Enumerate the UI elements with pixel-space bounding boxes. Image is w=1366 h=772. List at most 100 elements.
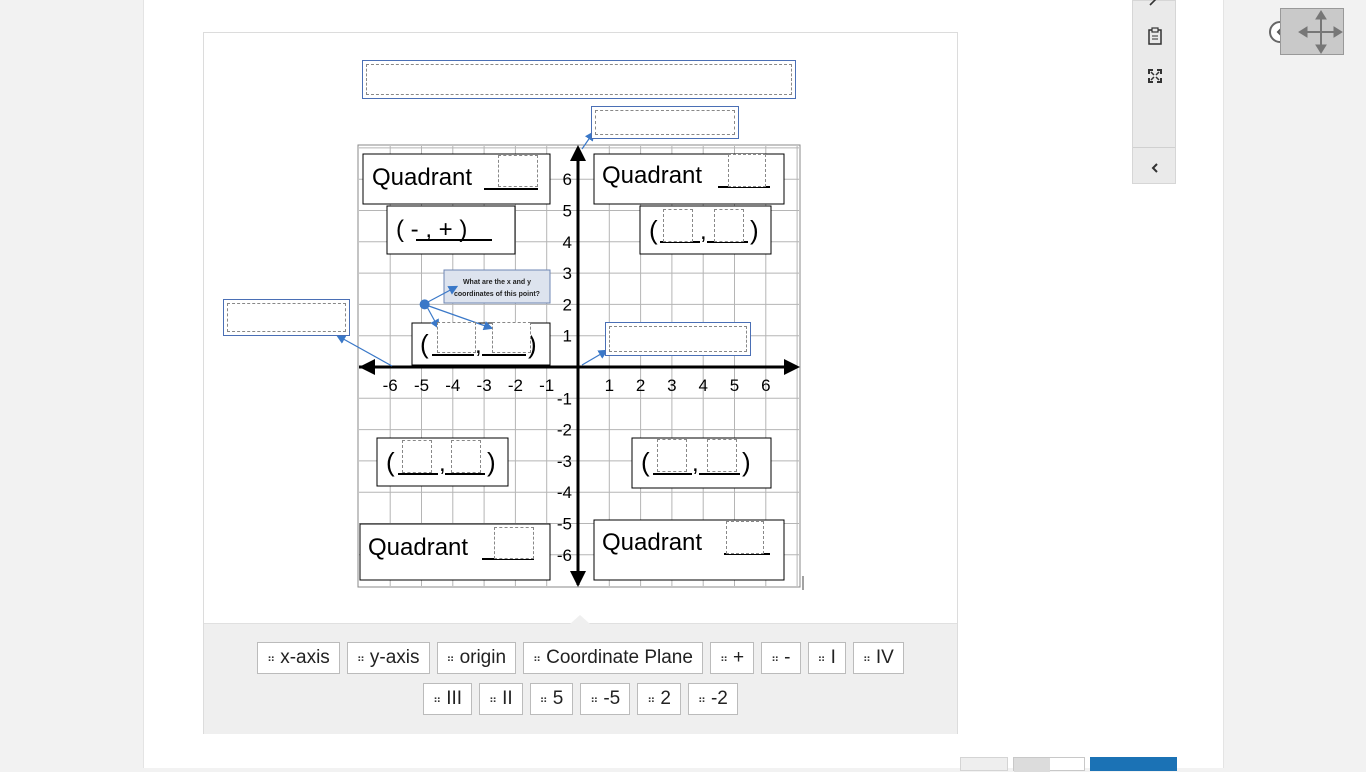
nav-button-2[interactable] bbox=[1013, 757, 1085, 772]
x-tick-label: 2 bbox=[636, 376, 645, 395]
origin-pointer bbox=[335, 334, 393, 367]
svg-text:(: ( bbox=[386, 447, 395, 477]
y-axis-up-arrow-icon bbox=[570, 145, 586, 161]
answer-chip[interactable]: ⠶origin bbox=[436, 642, 517, 674]
collapse-chevron-icon[interactable] bbox=[1133, 157, 1177, 179]
quadrant-1-drop-zone[interactable] bbox=[728, 154, 766, 187]
answer-chip[interactable]: ⠶ Coordinate Plane bbox=[523, 642, 703, 674]
answer-chip[interactable]: ⠶5 bbox=[529, 683, 574, 715]
x-tick-label: 1 bbox=[605, 376, 614, 395]
point-y-drop-zone[interactable] bbox=[492, 322, 531, 353]
x-tick-label: 3 bbox=[667, 376, 676, 395]
svg-text:): ) bbox=[742, 447, 751, 477]
answer-chip-label: - bbox=[784, 647, 791, 668]
answer-chip-label: 5 bbox=[552, 688, 564, 709]
answer-chip[interactable]: ⠶+ bbox=[709, 642, 755, 674]
origin-drop-zone[interactable] bbox=[223, 299, 350, 336]
answer-chip-label: 2 bbox=[660, 688, 671, 709]
plotted-point bbox=[419, 299, 430, 310]
x-tick-label: -5 bbox=[414, 376, 429, 395]
quadrant-1-word: Quadrant bbox=[602, 162, 702, 189]
notepad-icon[interactable] bbox=[1133, 25, 1177, 47]
svg-text:): ) bbox=[528, 329, 537, 359]
q1-paren-close: ) bbox=[750, 215, 759, 245]
quadrant-4-word: Quadrant bbox=[602, 529, 702, 556]
drag-grip-icon: ⠶ bbox=[719, 652, 728, 665]
q2-sign-text: ( - , + ) bbox=[396, 216, 467, 243]
move-widget[interactable] bbox=[1280, 8, 1344, 55]
drag-grip-icon: ⠶ bbox=[533, 652, 541, 665]
callout-box bbox=[443, 269, 551, 304]
quadrant-3-word: Quadrant bbox=[368, 534, 468, 561]
x-tick-label: 6 bbox=[761, 376, 770, 395]
nav-next-button[interactable] bbox=[1090, 757, 1177, 771]
svg-text:(: ( bbox=[641, 447, 650, 477]
answer-chip[interactable]: ⠶I bbox=[807, 642, 846, 674]
q1-x-sign-drop-zone[interactable] bbox=[663, 209, 693, 242]
y-tick-label: -3 bbox=[557, 452, 572, 471]
answer-chip[interactable]: ⠶y-axis bbox=[346, 642, 430, 674]
answer-chip[interactable]: ⠶ II bbox=[479, 683, 523, 715]
answer-chip-label: IV bbox=[875, 647, 894, 668]
answer-chip-label: II bbox=[502, 688, 513, 709]
q1-y-sign-drop-zone[interactable] bbox=[714, 209, 744, 242]
answer-chip[interactable]: ⠶ x-axis bbox=[257, 642, 340, 674]
answer-bank: ⠶x-axis⠶y-axis⠶origin⠶Coordinate Plane⠶+… bbox=[204, 615, 957, 734]
y-tick-label: 3 bbox=[563, 264, 572, 283]
x-axis-right-arrow-icon bbox=[784, 359, 800, 375]
x-axis-drop-zone[interactable] bbox=[605, 322, 751, 356]
drag-grip-icon: ⠶ bbox=[489, 693, 497, 706]
drag-grip-icon: ⠶ bbox=[817, 652, 826, 665]
y-axis-drop-zone[interactable] bbox=[591, 106, 739, 139]
q4-y-sign-drop-zone[interactable] bbox=[707, 439, 737, 472]
drag-grip-icon: ⠶ bbox=[771, 652, 779, 665]
q1-comma: , bbox=[700, 218, 707, 245]
svg-text:): ) bbox=[487, 447, 496, 477]
answer-chip[interactable]: ⠶IV bbox=[852, 642, 904, 674]
drag-grip-icon: ⠶ bbox=[647, 693, 655, 706]
drag-grip-icon: ⠶ bbox=[433, 693, 441, 706]
y-tick-label: 5 bbox=[563, 202, 572, 221]
point-x-drop-zone[interactable] bbox=[437, 322, 476, 353]
svg-text:,: , bbox=[475, 332, 482, 359]
quadrant-2-drop-zone[interactable] bbox=[498, 155, 538, 187]
q3-x-sign-drop-zone[interactable] bbox=[402, 440, 432, 473]
x-tick-label: -6 bbox=[383, 376, 398, 395]
answer-chip-label: Coordinate Plane bbox=[546, 647, 693, 668]
q2-sign-box bbox=[386, 205, 516, 255]
answer-chip[interactable]: ⠶2 bbox=[637, 683, 681, 715]
y-tick-label: -2 bbox=[557, 421, 572, 440]
expand-icon[interactable] bbox=[1133, 65, 1177, 87]
q4-sign-box bbox=[631, 437, 772, 489]
answer-chip[interactable]: ⠶- bbox=[761, 642, 801, 674]
answer-chip-label: x-axis bbox=[280, 647, 330, 668]
q3-y-sign-drop-zone[interactable] bbox=[451, 440, 481, 473]
y-tick-label: 6 bbox=[563, 170, 572, 189]
quadrant-4-drop-zone[interactable] bbox=[726, 521, 764, 554]
drag-grip-icon: ⠶ bbox=[697, 693, 706, 706]
y-tick-label: 1 bbox=[563, 327, 572, 346]
title-drop-zone[interactable] bbox=[362, 60, 796, 99]
callout-line-1: What are the x and y bbox=[463, 279, 531, 286]
quadrant-3-drop-zone[interactable] bbox=[494, 527, 534, 559]
move-arrows-icon bbox=[1298, 10, 1343, 54]
drag-grip-icon: ⠶ bbox=[356, 652, 365, 665]
drag-grip-icon: ⠶ bbox=[267, 652, 275, 665]
answer-chip[interactable]: ⠶-5 bbox=[580, 683, 631, 715]
answer-chip[interactable]: ⠶III bbox=[423, 683, 473, 715]
answer-chip[interactable]: ⠶-2 bbox=[687, 683, 738, 715]
tool-panel bbox=[1132, 0, 1176, 184]
x-tick-label: 5 bbox=[730, 376, 739, 395]
nav-button-1[interactable] bbox=[960, 757, 1008, 771]
scratchpad-icon[interactable] bbox=[1133, 0, 1177, 11]
svg-text:,: , bbox=[692, 450, 699, 477]
answer-chip-label: + bbox=[733, 647, 745, 668]
x-tick-label: -2 bbox=[508, 376, 523, 395]
y-tick-label: -4 bbox=[557, 483, 572, 502]
q4-x-sign-drop-zone[interactable] bbox=[657, 439, 687, 472]
callout-line-2: coordinates of this point? bbox=[454, 291, 540, 298]
answer-chip-label: -5 bbox=[603, 688, 621, 709]
